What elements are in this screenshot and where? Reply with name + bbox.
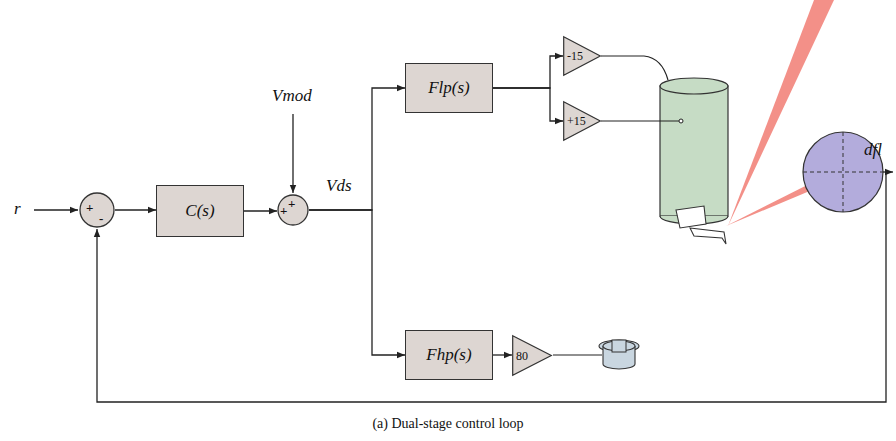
signal-connector (309, 88, 405, 210)
gain-triangle: -15 (563, 36, 601, 76)
transfer-block: C(s) (156, 185, 244, 237)
caption: (a) Dual-stage control loop (0, 416, 896, 432)
block-label: Flp(s) (428, 78, 470, 98)
wire (601, 120, 679, 121)
block-label: Fhp(s) (426, 345, 471, 365)
signal-connector (493, 354, 512, 355)
signal-connector (309, 210, 405, 355)
summing-junction: +- (79, 192, 115, 228)
junction-outline (79, 192, 115, 228)
block-label: C(s) (185, 201, 214, 221)
actuator-stub (612, 340, 626, 352)
signal-connector (493, 88, 563, 121)
electrode-dot (679, 119, 683, 123)
transfer-block: Fhp(s) (405, 330, 493, 380)
wire (601, 56, 668, 80)
input-arrow (34, 209, 78, 210)
sign: + (288, 197, 295, 210)
photodetector (803, 132, 883, 212)
gain-value: 80 (516, 350, 528, 362)
gain-value: -15 (567, 50, 583, 62)
sign: + (280, 204, 287, 217)
modulation-arrow (292, 114, 293, 193)
wire (553, 354, 602, 355)
mirror (676, 206, 706, 228)
signal-connector (493, 56, 563, 88)
signal-name: Vmod (272, 86, 312, 106)
signal-connector (115, 209, 156, 210)
output-arrow (883, 171, 893, 172)
summing-junction: ++ (277, 194, 309, 226)
signal-name: Vds (326, 176, 352, 196)
gain-value: +15 (567, 115, 586, 127)
signal-name: r (14, 199, 21, 219)
tube-top (660, 78, 728, 94)
detector-axis (843, 132, 844, 212)
feedback-line (97, 172, 886, 402)
transfer-block: Flp(s) (405, 63, 493, 113)
gain-triangle: 80 (512, 335, 552, 376)
actuator-top (603, 341, 635, 351)
sign: - (99, 212, 103, 225)
piezo-tube (660, 86, 728, 216)
signal-connector (244, 210, 277, 211)
sign: + (86, 201, 93, 214)
cantilever (690, 228, 726, 244)
gain-triangle: +15 (563, 101, 601, 141)
detector-axis (803, 172, 883, 173)
signal-name: dfl (864, 140, 882, 160)
